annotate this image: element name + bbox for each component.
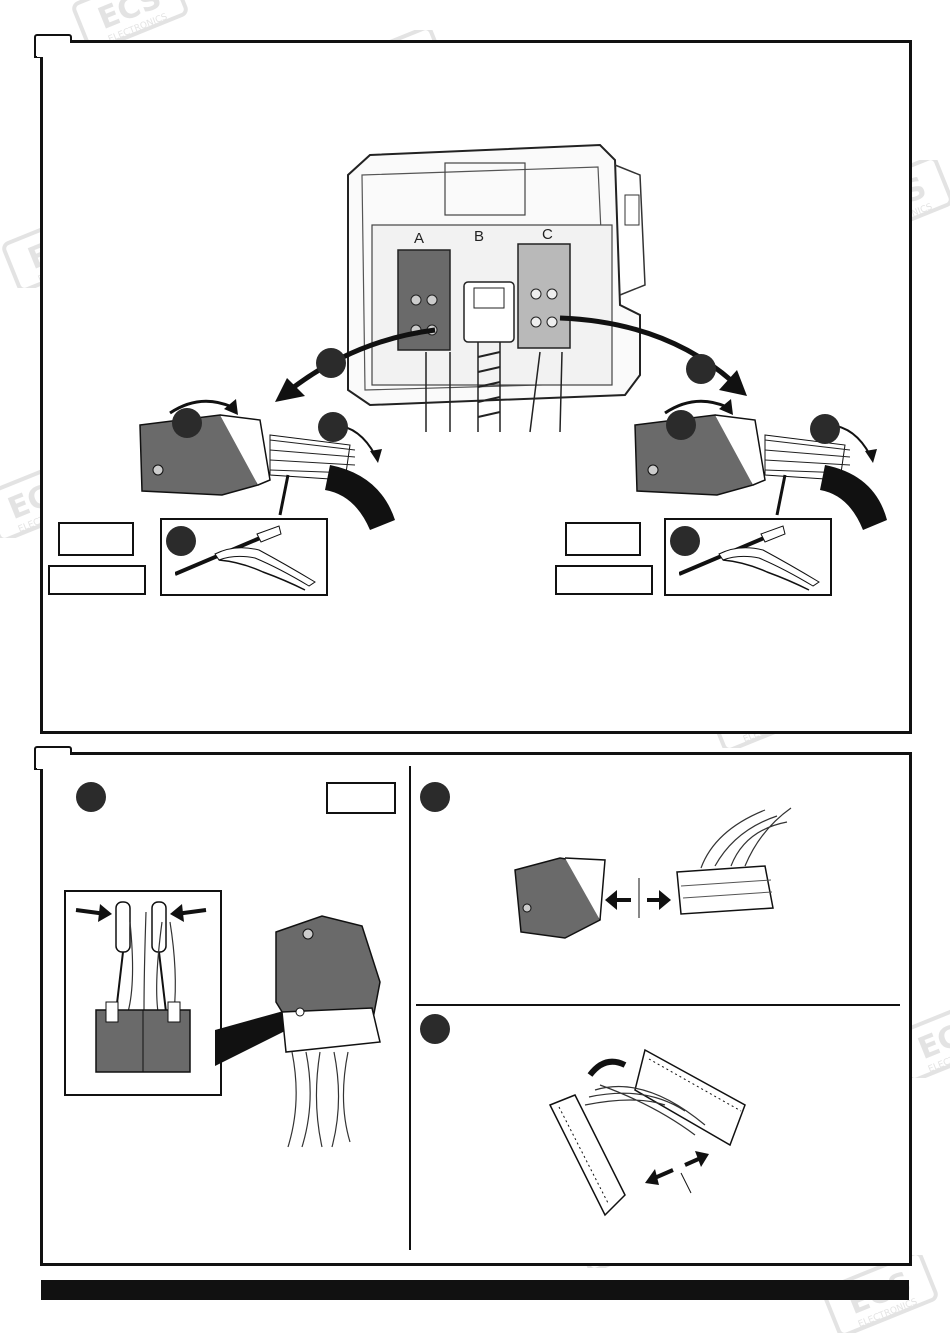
step-badge xyxy=(686,354,716,384)
connector-icon xyxy=(275,915,381,1148)
step-badge xyxy=(166,526,196,556)
arrow-icon xyxy=(559,315,747,396)
unplugged-connector-right-icon xyxy=(634,399,887,530)
top-panel-tab-cover xyxy=(37,37,70,57)
connector-label-b: B xyxy=(474,228,485,245)
step-badge xyxy=(172,408,202,438)
svg-text:ELECTRONICS: ELECTRONICS xyxy=(927,1042,950,1075)
step-badge xyxy=(420,1014,450,1044)
cable-tie-pliers-icon xyxy=(679,525,820,591)
label-box xyxy=(48,565,146,595)
footer-bar xyxy=(41,1280,909,1300)
label-box xyxy=(555,565,653,595)
horizontal-divider xyxy=(416,1004,900,1006)
unplugged-connector-left-icon xyxy=(139,399,395,530)
bottom-panel-tab-cover xyxy=(37,749,70,769)
screwdriver-icon xyxy=(75,901,207,1073)
step-badge xyxy=(316,348,346,378)
step-badge xyxy=(76,782,106,812)
connector-label-a: A xyxy=(414,230,425,247)
label-box xyxy=(565,522,641,556)
step-badge xyxy=(670,526,700,556)
terminal-block-icon xyxy=(548,1048,746,1217)
step-badge xyxy=(666,410,696,440)
arrow-icon xyxy=(275,327,436,402)
ecu-connectors xyxy=(397,243,571,433)
vertical-divider xyxy=(409,766,411,1250)
step-badge xyxy=(810,414,840,444)
svg-text:ELECTRONICS: ELECTRONICS xyxy=(857,1297,919,1330)
step-badge xyxy=(318,412,348,442)
cable-tie-pliers-icon xyxy=(175,525,316,591)
connector-separation-icon xyxy=(514,807,792,939)
step-badge xyxy=(420,782,450,812)
connector-c-icon xyxy=(517,243,571,349)
svg-text:ECS: ECS xyxy=(913,1010,950,1067)
connector-b-icon xyxy=(463,281,515,432)
connector-label-c: C xyxy=(542,226,553,243)
svg-text:ECS: ECS xyxy=(93,0,166,37)
label-box xyxy=(58,522,134,556)
label-box xyxy=(326,782,396,814)
